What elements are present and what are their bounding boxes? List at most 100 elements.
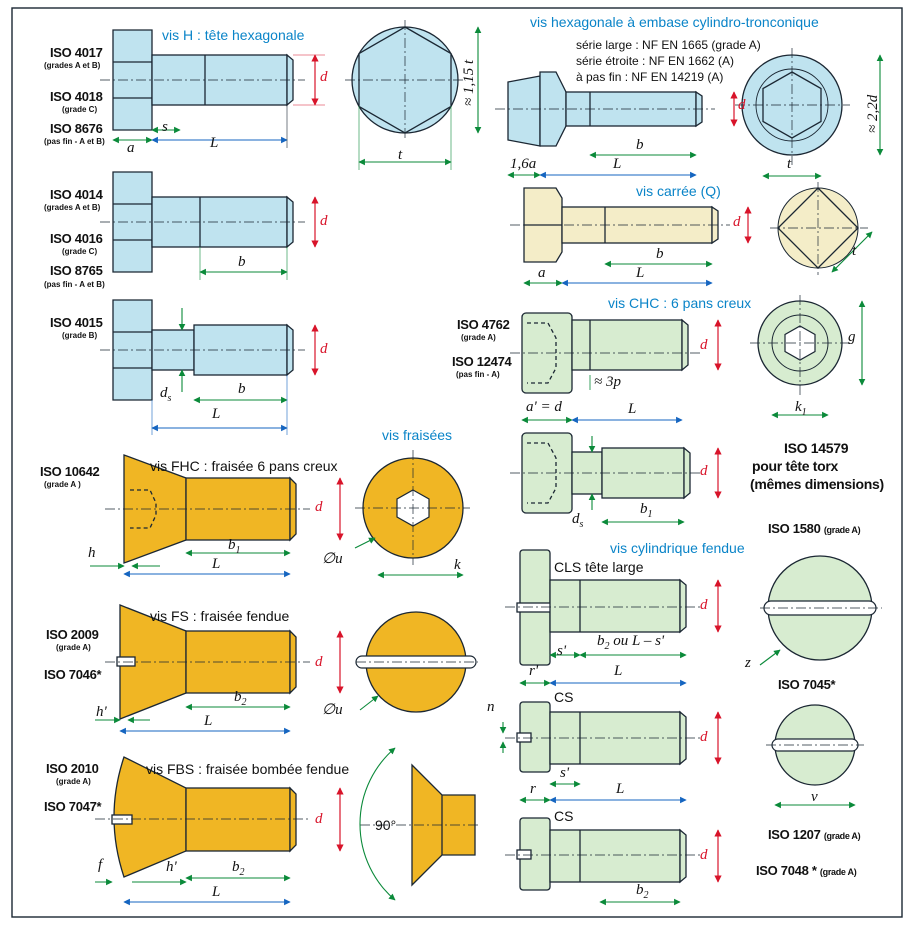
iso-4016: ISO 4016 — [50, 231, 103, 246]
vis-cs2-dim-b: b2 — [636, 882, 649, 902]
vis-fhc-dim-d: d — [315, 499, 323, 515]
iso-4017-grade: (grades A et B) — [44, 61, 101, 70]
vis-h-ds-dim-d: d — [320, 341, 328, 357]
iso-1580: ISO 1580 (grade A) — [768, 521, 861, 536]
vis-embase-dim-a: 1,6a — [510, 156, 537, 172]
vis-fs-dim-L: L — [204, 713, 213, 729]
vis-carree-dim-d: d — [733, 214, 741, 230]
vis-fs-dim-d: d — [315, 654, 323, 670]
vis-h-hex-top-view — [345, 20, 482, 170]
vis-embase-title: vis hexagonale à embase cylindro-troncon… — [530, 14, 819, 30]
vis-fhc-title: vis FHC : fraisée 6 pans creux — [150, 458, 338, 474]
iso-4014-grade: (grades A et B) — [44, 203, 101, 212]
vis-carree-top-view — [770, 182, 873, 275]
vis-cs1-dim-r: r — [530, 781, 536, 797]
vis-fbs-dim-d: d — [315, 811, 323, 827]
vis-fhc-dim-b: b1 — [228, 537, 241, 557]
iso-4018-grade: (grade C) — [62, 105, 98, 114]
iso-2009: ISO 2009 — [46, 627, 99, 642]
iso-4018: ISO 4018 — [50, 89, 103, 104]
vis-cls-dim-L: L — [614, 663, 623, 679]
vis-cs1-side-view — [516, 701, 687, 773]
vis-fraisees-title: vis fraisées — [382, 427, 453, 443]
vis-fbs-side-view — [111, 756, 297, 878]
vis-embase-dim-d: d — [738, 97, 746, 113]
vis-embase-serie-etroite: série étroite : NF EN 1662 (A) — [576, 54, 735, 68]
vis-embase-dim-t: t — [787, 156, 792, 172]
vis-chc-dim-k: k1 — [795, 399, 807, 419]
vis-chc-title: vis CHC : 6 pans creux — [608, 295, 752, 311]
vis-torx-dim-b: b1 — [640, 501, 653, 521]
torx-same-dimensions-note: (mêmes dimensions) — [750, 476, 884, 492]
iso-8676: ISO 8676 — [50, 121, 103, 136]
vis-embase-top-view — [735, 48, 884, 180]
vis-carree-title: vis carrée (Q) — [636, 183, 721, 199]
vis-fhc-top-view — [354, 450, 470, 579]
vis-h-dim-t: t — [398, 147, 403, 163]
vis-cs1-dim-s: s' — [560, 765, 570, 781]
iso-2009-grade: (grade A) — [56, 643, 91, 652]
iso-7047: ISO 7047* — [44, 799, 102, 814]
vis-chc-dim-d: d — [700, 337, 708, 353]
vis-h-title: vis H : tête hexagonale — [162, 27, 305, 43]
vis-carree-dim-t: t — [852, 243, 857, 259]
vis-h-dim-a: a — [127, 140, 135, 156]
vis-torx-dim-d: d — [700, 463, 708, 479]
vis-fhc-dim-h: h — [88, 545, 96, 561]
vis-fhc-dim-L: L — [212, 556, 221, 572]
vis-fs-title: vis FS : fraisée fendue — [150, 608, 290, 624]
vis-cls-dim-b: b2 ou L – s' — [597, 633, 665, 653]
vis-chc-dim-L: L — [628, 401, 637, 417]
vis-chc-dim-g: g — [848, 329, 856, 345]
vis-fbs-title: vis FBS : fraisée bombée fendue — [146, 761, 350, 777]
torx-head-note: pour tête torx — [752, 458, 839, 474]
iso-1207: ISO 1207 (grade A) — [768, 827, 861, 842]
iso-4015: ISO 4015 — [50, 315, 103, 330]
vis-fbs-dim-b: b2 — [232, 859, 245, 879]
vis-cls-dim-r: r' — [529, 663, 539, 679]
countersink-angle-label: 90° — [375, 817, 397, 833]
iso-10642-grade: (grade A ) — [44, 480, 81, 489]
vis-fbs-dim-h: h' — [166, 859, 177, 875]
vis-embase-dim-b: b — [636, 137, 644, 153]
iso-7046: ISO 7046* — [44, 667, 102, 682]
vis-h-part-dim-b: b — [238, 254, 246, 270]
iso-10642: ISO 10642 — [40, 464, 100, 479]
vis-fs-dim-u: ∅u — [322, 702, 343, 718]
iso-12474: ISO 12474 — [452, 354, 512, 369]
vis-cls-dim-d: d — [700, 597, 708, 613]
vis-h-ds-dim-ds: ds — [160, 385, 172, 405]
iso-2010: ISO 2010 — [46, 761, 99, 776]
vis-cylindrique-title: vis cylindrique fendue — [610, 540, 745, 556]
vis-fhc-dim-u: ∅u — [322, 551, 343, 567]
iso-4014: ISO 4014 — [50, 187, 103, 202]
iso-4017: ISO 4017 — [50, 45, 103, 60]
vis-cls-top-view — [759, 555, 882, 666]
vis-fs-dim-h: h' — [96, 704, 107, 720]
vis-cs1-dim-d: d — [700, 729, 708, 745]
vis-chc-dim-p: ≈ 3p — [594, 374, 621, 390]
iso-4015-grade: (grade B) — [62, 331, 98, 340]
vis-carree-dim-b: b — [656, 246, 664, 262]
countersink-angle-detail — [359, 747, 480, 901]
vis-chc-top-view — [750, 295, 866, 419]
vis-h-dim-d: d — [320, 69, 328, 85]
vis-fbs-dim-f: f — [98, 857, 103, 873]
iso-7045: ISO 7045* — [778, 677, 836, 692]
iso-12474-grade: (pas fin - A) — [456, 370, 500, 379]
vis-h-dim-L: L — [210, 135, 219, 151]
iso-14579: ISO 14579 — [784, 440, 849, 456]
iso-4016-grade: (grade C) — [62, 247, 98, 256]
vis-fbs-dim-L: L — [212, 884, 221, 900]
vis-embase-serie-large: série large : NF EN 1665 (grade A) — [576, 38, 761, 52]
vis-cs2-side-view — [516, 817, 687, 891]
vis-embase-dim-L: L — [613, 156, 622, 172]
vis-cs2-dim-d: d — [700, 847, 708, 863]
iso-7048: ISO 7048 * (grade A) — [756, 863, 857, 878]
vis-embase-dim-height: ≈ 2,2d — [865, 94, 881, 133]
vis-torx-dim-ds: ds — [572, 511, 584, 531]
vis-cs1-dim-L: L — [616, 781, 625, 797]
iso-8676-grade: (pas fin - A et B) — [44, 137, 105, 146]
vis-cs1-label: CS — [554, 689, 574, 705]
